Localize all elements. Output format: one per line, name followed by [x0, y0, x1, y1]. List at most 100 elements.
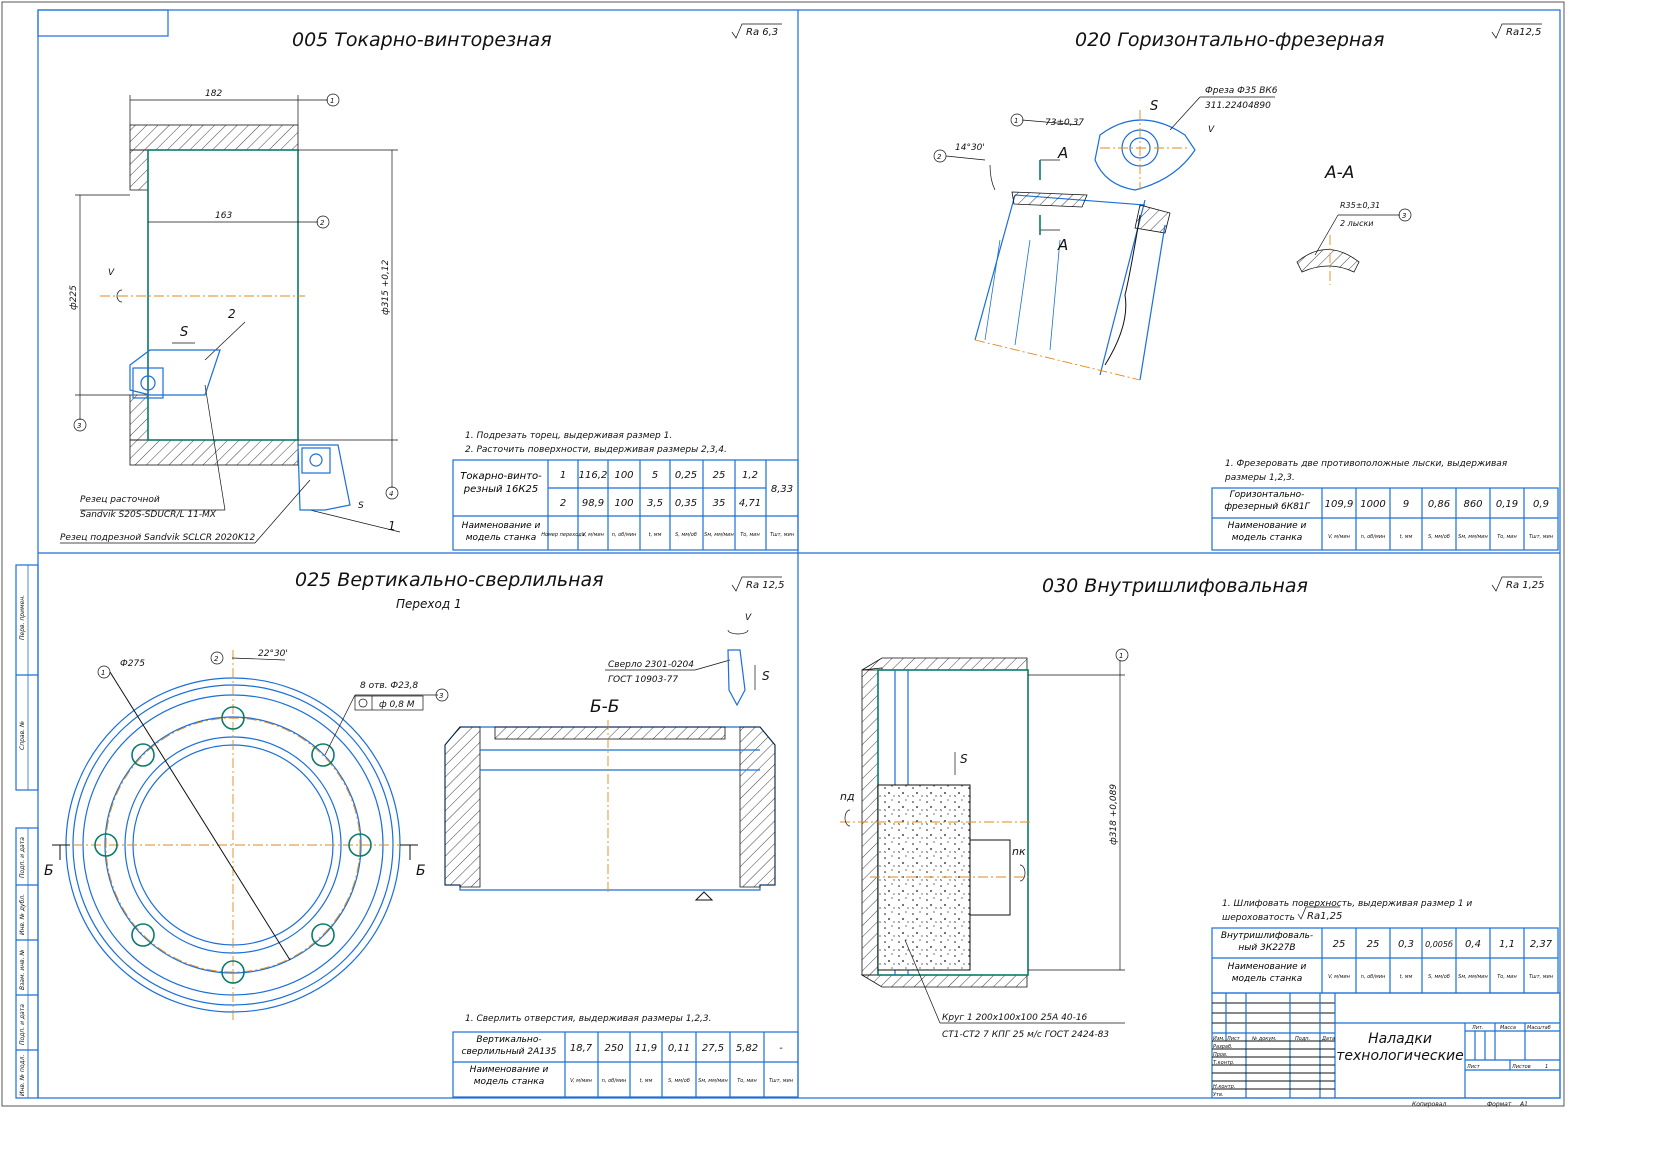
svg-text:Б: Б [44, 863, 54, 879]
balloon: 3 [435, 688, 449, 702]
svg-text:Сверло 2301-0204: Сверло 2301-0204 [608, 660, 694, 670]
svg-text:860: 860 [1463, 499, 1482, 510]
svg-text:73±0,37: 73±0,37 [1045, 118, 1084, 128]
svg-text:1,1: 1,1 [1499, 939, 1515, 950]
svg-text:S: S [358, 501, 364, 511]
svg-text:ф225: ф225 [69, 285, 79, 310]
roughness-symbol: Ra 12,5 [731, 576, 785, 592]
svg-text:1: 1 [1014, 117, 1018, 125]
svg-text:S, мм/об: S, мм/об [1428, 534, 1450, 540]
operation-title: 005 Токарно-винторезная [292, 29, 552, 51]
svg-text:2: 2 [214, 655, 219, 663]
balloon: 3 [1398, 208, 1412, 222]
machine-name: Горизонтально- фрезерный 6К81Г [1224, 490, 1310, 512]
svg-text:98,9: 98,9 [582, 498, 604, 509]
balloon: 1 [1115, 648, 1129, 662]
svg-text:311.22404890: 311.22404890 [1205, 101, 1271, 111]
svg-text:V, м/мин: V, м/мин [1328, 974, 1351, 980]
svg-text:S: S [960, 752, 968, 766]
note: 1. Шлифовать поверхность, выдерживая раз… [1222, 899, 1472, 909]
svg-text:S, мм/об: S, мм/об [668, 1078, 690, 1084]
svg-text:Лит.: Лит. [1471, 1025, 1484, 1031]
svg-text:ф315 +0,12: ф315 +0,12 [381, 259, 391, 315]
svg-text:Sм, мм/мин: Sм, мм/мин [704, 532, 734, 538]
svg-text:Н.контр.: Н.контр. [1213, 1084, 1235, 1090]
svg-text:n, об/мин: n, об/мин [1361, 974, 1386, 980]
svg-text:182: 182 [205, 89, 222, 99]
svg-text:Tшт, мин: Tшт, мин [1529, 974, 1554, 980]
operation-title: 025 Вертикально-сверлильная [295, 569, 604, 591]
svg-text:А-А: А-А [1324, 163, 1354, 183]
svg-text:S: S [180, 325, 188, 340]
svg-text:Ф275: Ф275 [120, 659, 145, 669]
operation-subtitle: Переход 1 [396, 597, 462, 611]
svg-text:Масштаб: Масштаб [1527, 1025, 1551, 1031]
svg-text:Б: Б [416, 863, 426, 879]
svg-text:Пров.: Пров. [1213, 1052, 1228, 1058]
svg-text:8 отв. Ф23,8: 8 отв. Ф23,8 [360, 681, 418, 691]
operation-020: 020 Горизонтально-фрезерная Ra12,5 S V Ф… [933, 23, 1559, 551]
svg-text:4: 4 [389, 490, 393, 498]
svg-text:1: 1 [330, 97, 334, 105]
svg-text:0,11: 0,11 [668, 1043, 690, 1054]
svg-text:Разраб.: Разраб. [1213, 1044, 1233, 1050]
machine-name: Вертикально- сверлильный 2А135 [461, 1035, 557, 1057]
svg-text:Масса: Масса [1500, 1025, 1516, 1031]
note: 1. Сверлить отверстия, выдерживая размер… [465, 1014, 712, 1024]
svg-text:Tо, мин: Tо, мин [1497, 534, 1517, 540]
svg-text:109,9: 109,9 [1325, 499, 1354, 510]
svg-text:V: V [745, 613, 752, 623]
svg-text:Ra12,5: Ra12,5 [1506, 27, 1541, 38]
svg-text:V: V [1208, 125, 1215, 135]
svg-text:1: 1 [1545, 1064, 1548, 1070]
svg-text:S: S [1150, 99, 1158, 114]
svg-text:3: 3 [77, 422, 81, 430]
svg-text:Ra 1,25: Ra 1,25 [1506, 580, 1545, 591]
svg-text:Лист: Лист [1466, 1064, 1481, 1070]
svg-text:1: 1 [388, 519, 396, 533]
drawing-title: Наладки [1368, 1031, 1432, 1047]
svg-text:250: 250 [604, 1043, 623, 1054]
svg-text:1,2: 1,2 [742, 470, 758, 481]
svg-text:ф 0,8 М: ф 0,8 М [379, 700, 415, 710]
svg-text:0,9: 0,9 [1533, 499, 1549, 510]
svg-text:8,33: 8,33 [771, 484, 793, 495]
svg-text:n, об/мин: n, об/мин [1361, 534, 1386, 540]
machine-name: Токарно-винто- резный 16К25 [460, 471, 542, 495]
svg-text:25: 25 [713, 470, 726, 481]
svg-text:1: 1 [560, 470, 566, 481]
svg-text:Резец подрезной Sandvik SCLCR: Резец подрезной Sandvik SCLCR 2020K12 [60, 533, 256, 543]
svg-text:№ докум.: № докум. [1251, 1036, 1277, 1042]
svg-text:35: 35 [713, 498, 726, 509]
balloon: 2 [933, 149, 947, 163]
balloon: 1 [1010, 113, 1024, 127]
svg-text:22°30': 22°30' [258, 649, 288, 659]
svg-text:ф318 +0,089: ф318 +0,089 [1109, 784, 1119, 845]
svg-text:n, об/мин: n, об/мин [602, 1078, 627, 1084]
roughness-symbol: Ra 6,3 [731, 23, 782, 39]
svg-text:27,5: 27,5 [702, 1043, 724, 1054]
stamp-text: Справ. № [19, 721, 26, 750]
svg-text:V: V [108, 268, 115, 278]
svg-text:S, мм/об: S, мм/об [1428, 974, 1450, 980]
svg-text:t, мм: t, мм [1400, 974, 1413, 980]
format-value: А1 [1519, 1101, 1528, 1108]
svg-text:V, м/мин: V, м/мин [582, 532, 605, 538]
svg-text:nк: nк [1012, 845, 1026, 858]
stamp-text: Инв. № подл. [19, 1055, 26, 1096]
svg-text:Дата: Дата [1321, 1036, 1335, 1042]
svg-text:Утв.: Утв. [1213, 1092, 1224, 1098]
svg-text:18,7: 18,7 [570, 1043, 593, 1054]
drawing-title: технологические [1336, 1048, 1464, 1064]
svg-text:Фреза Ф35 ВК6: Фреза Ф35 ВК6 [1205, 86, 1278, 96]
svg-text:3,5: 3,5 [647, 498, 663, 509]
svg-text:А: А [1057, 236, 1068, 254]
svg-text:116,2: 116,2 [579, 470, 608, 481]
svg-text:S: S [762, 669, 770, 683]
svg-text:ГОСТ 10903-77: ГОСТ 10903-77 [608, 675, 678, 685]
svg-text:Ra1,25: Ra1,25 [1307, 911, 1342, 922]
svg-text:t, мм: t, мм [1400, 534, 1413, 540]
